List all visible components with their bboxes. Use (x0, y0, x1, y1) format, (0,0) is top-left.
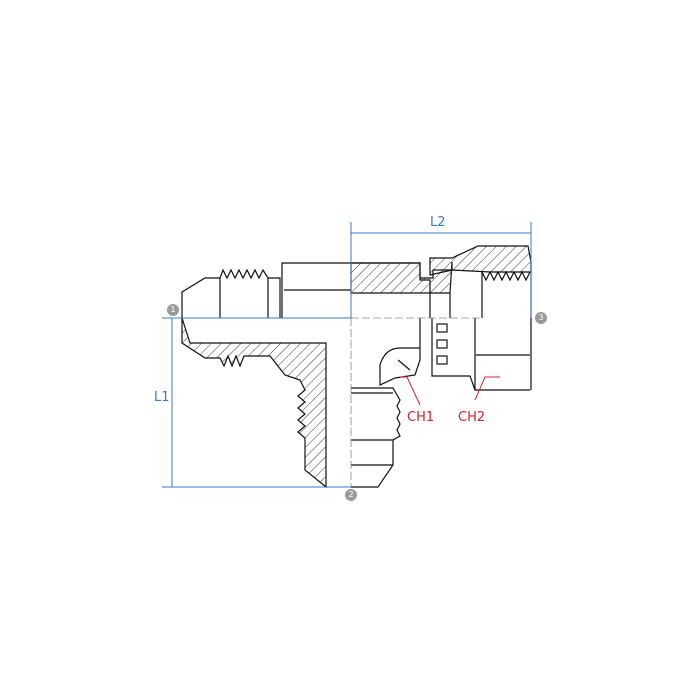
swivel-nut (431, 318, 530, 391)
fitting-outline (181, 245, 532, 489)
l2-label: L2 (430, 215, 446, 230)
ch1-label: CH1 (407, 410, 435, 425)
port-marker-1: 1 (167, 304, 179, 316)
elbow-body (379, 318, 421, 386)
ch1-leader (400, 376, 421, 406)
left-male-end (181, 268, 281, 318)
nut-section-top (429, 245, 532, 276)
port-marker-2: 2 (345, 489, 357, 501)
left-body-section (181, 317, 327, 489)
callout-leaders (400, 376, 500, 406)
port-marker-3: 3 (535, 312, 547, 324)
l1-label: L1 (154, 390, 170, 405)
ch2-leader (474, 376, 500, 401)
dimension-lines (162, 222, 532, 488)
ch2-label: CH2 (458, 410, 486, 425)
bottom-male-end (351, 387, 401, 488)
